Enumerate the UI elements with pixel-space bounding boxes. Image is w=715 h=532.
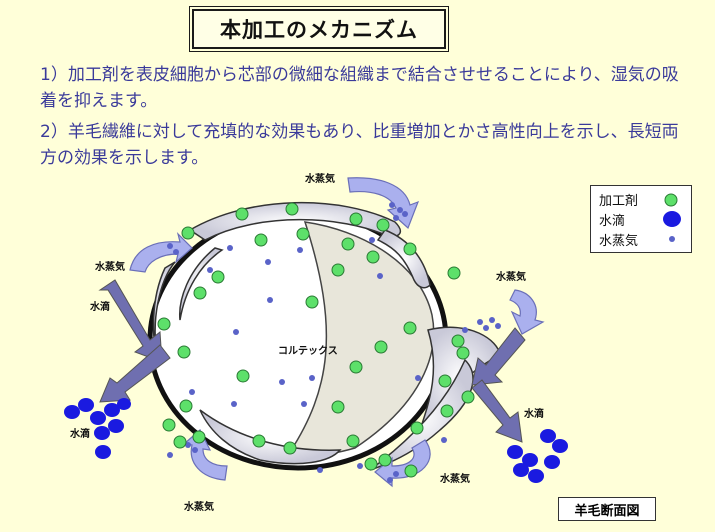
scale-left-upper (179, 247, 224, 321)
vapor-arrow-bottom-left (182, 429, 228, 481)
drop-label-lower-left: 水滴 (70, 429, 90, 440)
legend-agent-icon (664, 193, 678, 207)
vapor-arrow-right (509, 289, 545, 335)
drop-arrow-lower-right (471, 379, 523, 443)
description-2: 2）羊毛繊維に対して充填的な効果もあり、比重増加とかさ高性向上を示し、長短両方の… (40, 122, 679, 168)
drop-label-right: 水滴 (524, 409, 544, 420)
drop-cluster-right (507, 429, 568, 483)
legend-vapor-label: 水蒸気 (599, 234, 639, 249)
vapor-label-right: 水蒸気 (496, 272, 526, 283)
legend-vapor-icon (669, 236, 675, 242)
legend: 加工剤 水滴 水蒸気 (590, 185, 692, 253)
legend-drop-label: 水滴 (599, 214, 626, 229)
vapor-label-bottom-right: 水蒸気 (440, 474, 470, 485)
page-title: 本加工のメカニズム (220, 18, 418, 42)
cuticle-scales (152, 201, 501, 471)
vapor-arrow-top (347, 177, 420, 230)
drop-arrow-upper-right (471, 327, 526, 386)
drop-label-upper-left: 水滴 (90, 302, 110, 313)
vapor-label-top: 水蒸気 (305, 174, 335, 185)
drop-arrow-lower-left (99, 344, 171, 403)
cortex-label: コルテックス (278, 346, 338, 357)
cortex-region (288, 221, 435, 457)
vapor-dots (167, 202, 501, 483)
vapor-arrow-left (129, 232, 193, 273)
vapor-label-left: 水蒸気 (95, 262, 125, 273)
legend-drop-icon (663, 211, 681, 227)
vapor-arrows (129, 177, 545, 488)
diagram-caption: 羊毛断面図 (558, 497, 656, 521)
drop-clusters (64, 398, 568, 483)
description-1: 1）加工剤を表皮細胞から芯部の微細な組織まで結合させせることにより、湿気の吸着を… (40, 65, 679, 111)
drop-arrows (98, 279, 526, 443)
title-box: 本加工のメカニズム (192, 9, 446, 49)
drop-cluster-left (64, 398, 131, 459)
vapor-label-bottom: 水蒸気 (184, 502, 214, 513)
agent-particles (157, 202, 475, 478)
vapor-arrow-bottom-right (374, 439, 431, 488)
legend-agent-label: 加工剤 (599, 194, 639, 209)
